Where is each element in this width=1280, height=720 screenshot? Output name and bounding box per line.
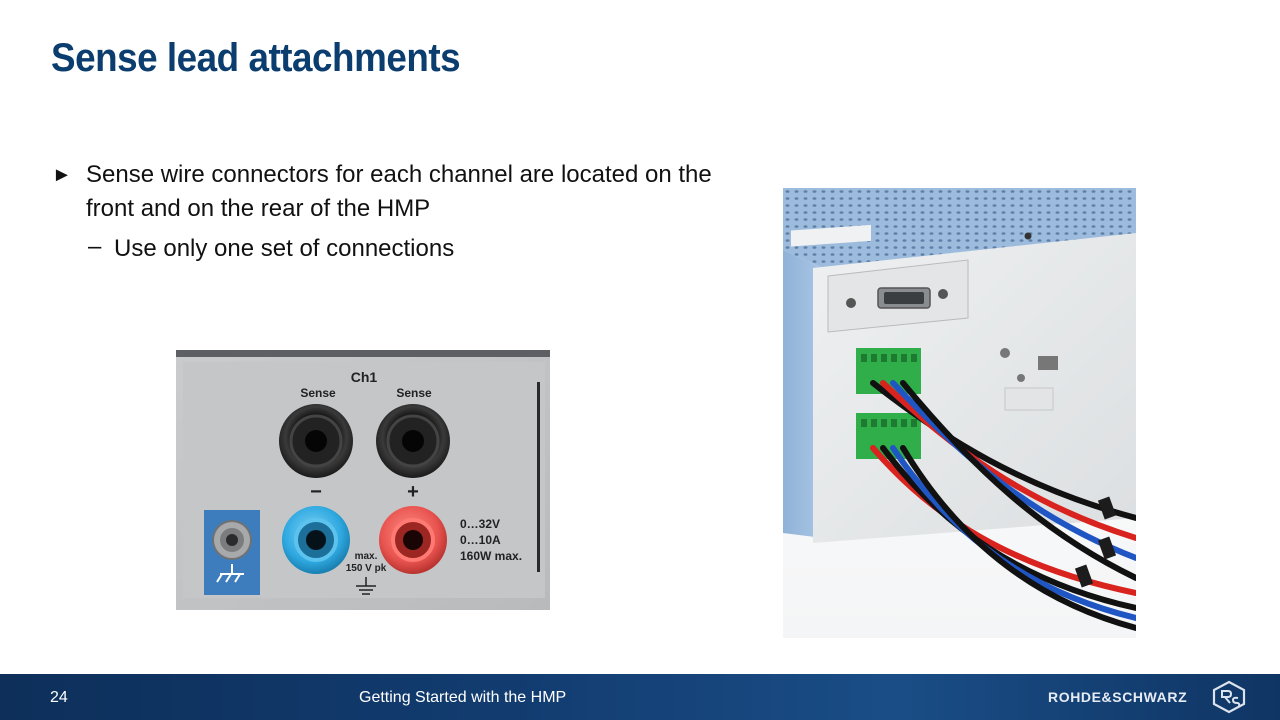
minus-sign: − bbox=[310, 481, 322, 503]
footer-bar: 24 Getting Started with the HMP ROHDE&SC… bbox=[0, 674, 1280, 720]
earth-symbol-icon bbox=[356, 577, 376, 595]
max-voltage-line2: 150 V pk bbox=[346, 563, 387, 574]
bullet-text-1: Sense wire connectors for each channel a… bbox=[86, 161, 712, 222]
plus-sign: + bbox=[407, 481, 419, 503]
sense-label-right: Sense bbox=[396, 386, 432, 400]
bullet-list: ► Sense wire connectors for each channel… bbox=[52, 158, 732, 266]
bullet-text-2: Use only one set of connections bbox=[114, 235, 455, 262]
sense-jack-left[interactable] bbox=[279, 404, 353, 478]
slide-title: Sense lead attachments bbox=[51, 36, 461, 80]
output-jack-positive[interactable] bbox=[379, 506, 447, 574]
triangle-bullet-icon: ► bbox=[52, 164, 72, 186]
footer-title: Getting Started with the HMP bbox=[359, 689, 567, 706]
bullet-item-2: – Use only one set of connections bbox=[52, 232, 732, 266]
brand-wordmark: ROHDE&SCHWARZ bbox=[1048, 689, 1188, 705]
ground-symbol-icon bbox=[216, 564, 244, 583]
rating-current: 0…10A bbox=[460, 533, 501, 547]
sense-jack-right[interactable] bbox=[376, 404, 450, 478]
sense-label-left: Sense bbox=[300, 386, 336, 400]
rohde-schwarz-logo-icon bbox=[1212, 680, 1246, 714]
channel-label: Ch1 bbox=[351, 369, 378, 385]
front-panel-photo: Ch1 Sense Sense − + max. 150 V pk bbox=[176, 350, 550, 610]
page-number: 24 bbox=[50, 689, 68, 706]
dash-bullet-icon: – bbox=[88, 233, 102, 260]
output-jack-negative[interactable] bbox=[282, 506, 350, 574]
ground-terminal[interactable] bbox=[204, 510, 260, 595]
rating-power: 160W max. bbox=[460, 549, 522, 563]
rear-panel-photo bbox=[783, 188, 1136, 638]
max-voltage-line1: max. bbox=[355, 551, 378, 562]
rating-voltage: 0…32V bbox=[460, 517, 500, 531]
bullet-item-1: ► Sense wire connectors for each channel… bbox=[52, 158, 732, 226]
